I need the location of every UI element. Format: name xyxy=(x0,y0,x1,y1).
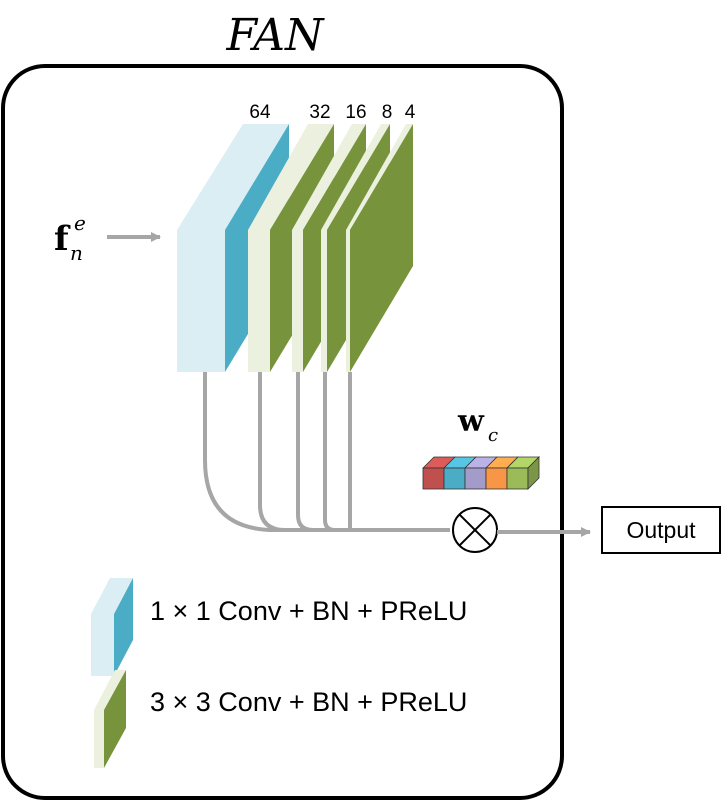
conv3x3-block-icon xyxy=(94,670,126,768)
connector-2 xyxy=(258,372,286,532)
legend: 1 × 1 Conv + BN + PReLU 3 × 3 Conv + BN … xyxy=(91,578,467,768)
conv1x1-block-top xyxy=(177,124,289,230)
conv3x3-block-3-front xyxy=(321,230,327,372)
legend-label-conv1x1: 1 × 1 Conv + BN + PReLU xyxy=(150,596,467,626)
input-symbol-base: f xyxy=(54,219,71,259)
input-feature-symbol: f e n xyxy=(54,211,86,265)
channel-label-1: 64 xyxy=(249,102,271,123)
conv1x1-block-icon xyxy=(91,578,133,676)
channel-label-3: 16 xyxy=(345,102,366,123)
weight-cell xyxy=(506,456,540,490)
conv-blocks xyxy=(177,124,413,372)
weight-cell xyxy=(464,456,498,490)
conv3x3-block-2-top xyxy=(292,124,366,230)
weight-symbol: w c xyxy=(457,404,498,446)
input-symbol-superscript: e xyxy=(74,211,86,235)
channel-label-2: 32 xyxy=(309,102,330,123)
channel-label-4: 8 xyxy=(382,102,393,123)
channel-label-5: 4 xyxy=(405,102,416,123)
conv3x3-block-2-front xyxy=(292,230,303,372)
output-label: Output xyxy=(626,517,696,543)
conv3x3-block-4-top xyxy=(346,124,413,230)
conv3x3-block-3-top xyxy=(321,124,390,230)
conv3x3-block-1-top xyxy=(248,124,334,230)
legend-label-conv3x3: 3 × 3 Conv + BN + PReLU xyxy=(150,687,467,717)
module-title: FAN xyxy=(226,10,325,61)
conv3x3-block-4-side xyxy=(350,124,413,372)
connector-1 xyxy=(203,372,450,532)
conv3x3-block-1-front xyxy=(248,230,270,372)
input-symbol-subscript: n xyxy=(70,241,83,265)
connector-3 xyxy=(296,372,314,532)
multiply-node-icon xyxy=(452,507,498,553)
conv1x1-block-front xyxy=(177,230,225,372)
conv3x3-block-4-front xyxy=(346,230,350,372)
output-box xyxy=(601,506,721,554)
weight-vector xyxy=(422,456,540,490)
conv3x3-block-4 xyxy=(346,124,413,372)
weight-symbol-subscript: c xyxy=(488,425,498,446)
weight-symbol-base: w xyxy=(457,404,485,439)
connector-4 xyxy=(323,372,336,532)
module-frame xyxy=(1,64,564,800)
weight-cell xyxy=(443,456,477,490)
connector-lines xyxy=(203,372,450,532)
